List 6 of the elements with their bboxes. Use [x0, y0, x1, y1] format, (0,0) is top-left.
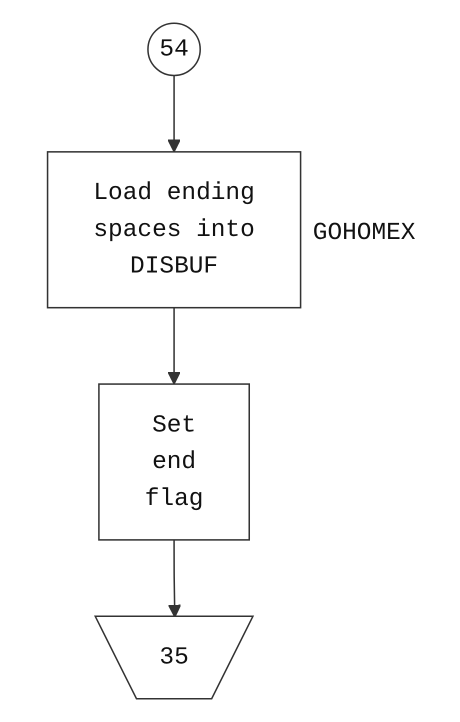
arrow — [167, 308, 181, 385]
node-circle: 54 — [147, 22, 201, 76]
node-box: Load ending spaces into DISBUF — [46, 151, 302, 308]
side-label: GOHOMEX — [312, 220, 416, 247]
arrow — [167, 75, 181, 152]
node-box: Set end flag — [98, 383, 250, 541]
